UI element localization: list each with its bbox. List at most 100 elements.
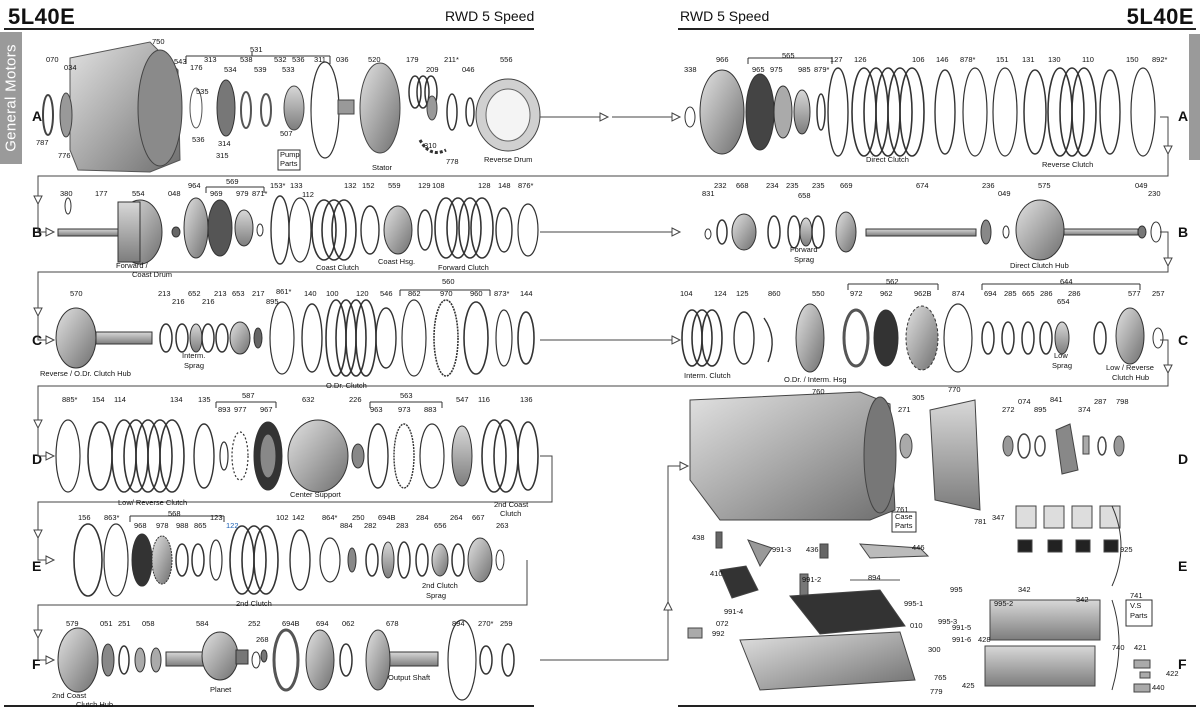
right-edge-tab (1189, 34, 1200, 160)
part-number-831: 831 (702, 189, 715, 198)
part-number-967: 967 (260, 405, 273, 414)
part-number-049: 049 (1135, 181, 1148, 190)
part-number-562: 562 (886, 277, 899, 286)
label-odr-clutch: O.Dr. Clutch (326, 381, 367, 390)
part-number-995-3: 995-3 (938, 617, 957, 626)
flow-arrows (33, 112, 1173, 665)
part-number-142: 142 (292, 513, 305, 522)
part-number-380: 380 (60, 189, 73, 198)
footer-rule-right (678, 705, 1196, 707)
part-number-973: 973 (398, 405, 411, 414)
part-number-965: 965 (752, 65, 765, 74)
label-forward-sprag-line2: Sprag (794, 255, 814, 264)
part-number-128: 128 (478, 181, 491, 190)
label-direct-clutch: Direct Clutch (866, 155, 909, 164)
row-letter-b-left: B (32, 224, 43, 240)
part-number-894: 894 (452, 619, 465, 628)
part-number-960: 960 (470, 289, 483, 298)
label-second-coast-clutch-hub-line1: 2nd Coast (52, 691, 87, 700)
part-number-863*: 863* (104, 513, 120, 522)
part-number-569: 569 (226, 177, 239, 186)
part-number-979: 979 (236, 189, 249, 198)
part-number-674: 674 (916, 181, 929, 190)
part-number-048: 048 (168, 189, 181, 198)
label-vs-parts-line1: V.S (1130, 601, 1141, 610)
part-number-271: 271 (898, 405, 911, 414)
row-letter-c-right: C (1178, 332, 1189, 348)
part-number-885*: 885* (62, 395, 78, 404)
label-forward-sprag-line1: Forward (790, 245, 818, 254)
part-number-750: 750 (152, 37, 165, 46)
part-number-209: 209 (426, 65, 439, 74)
part-number-216: 216 (202, 297, 215, 306)
label-reverse-clutch: Reverse Clutch (1042, 160, 1093, 169)
label-output-shaft: Output Shaft (388, 673, 431, 682)
model-title-right: 5L40E (1126, 4, 1194, 29)
part-number-347: 347 (992, 513, 1005, 522)
part-number-565: 565 (782, 51, 795, 60)
part-number-154: 154 (92, 395, 105, 404)
part-number-871*: 871* (252, 189, 268, 198)
label-low-reverse-hub-line1: Low / Reverse (1106, 363, 1154, 372)
part-number-438: 438 (692, 533, 705, 542)
part-number-778: 778 (446, 157, 459, 166)
part-number-667: 667 (472, 513, 485, 522)
part-number-575: 575 (1038, 181, 1051, 190)
label-interm-sprag-line1: Interm. (182, 351, 205, 360)
part-number-074: 074 (1018, 397, 1031, 406)
part-number-995: 995 (950, 585, 963, 594)
part-number-991-3: 991-3 (772, 545, 791, 554)
row-d-left-parts (55, 401, 539, 493)
label-second-clutch-sprag-line1: 2nd Clutch (422, 581, 458, 590)
part-number-122: 122 (226, 521, 239, 530)
part-number-235: 235 (786, 181, 799, 190)
part-number-972: 972 (850, 289, 863, 298)
part-number-151: 151 (996, 55, 1009, 64)
part-number-563: 563 (400, 391, 413, 400)
part-number-554: 554 (132, 189, 145, 198)
row-a-left-parts (42, 41, 541, 173)
part-number-440: 440 (1152, 683, 1165, 692)
part-number-864*: 864* (322, 513, 338, 522)
part-number-841: 841 (1050, 395, 1063, 404)
label-second-clutch: 2nd Clutch (236, 599, 272, 608)
part-number-865: 865 (194, 521, 207, 530)
part-number-132: 132 (344, 181, 357, 190)
part-number-654: 654 (1057, 297, 1070, 306)
part-number-559: 559 (388, 181, 401, 190)
part-number-975: 975 (770, 65, 783, 74)
part-number-123: 123 (210, 513, 223, 522)
row-letter-a-left: A (32, 108, 43, 124)
part-number-284: 284 (416, 513, 429, 522)
part-number-148: 148 (498, 181, 511, 190)
part-number-546: 546 (380, 289, 393, 298)
part-number-991-4: 991-4 (724, 607, 743, 616)
part-number-536: 536 (192, 135, 205, 144)
part-number-587: 587 (242, 391, 255, 400)
row-f-left-parts (57, 619, 515, 701)
part-number-658: 658 (798, 191, 811, 200)
label-vs-parts-line2: Parts (1130, 611, 1148, 620)
part-number-112: 112 (302, 190, 314, 199)
part-number-428: 428 (978, 635, 991, 644)
label-forward-coast-drum-line2: Coast Drum (132, 270, 172, 279)
footer-rule-left (4, 705, 534, 707)
label-low-sprag-line2: Sprag (1052, 361, 1072, 370)
row-c-left-parts (55, 289, 535, 377)
part-number-268: 268 (256, 635, 269, 644)
part-number-058: 058 (142, 619, 155, 628)
part-number-230: 230 (1148, 189, 1161, 198)
part-number-422: 422 (1166, 669, 1179, 678)
part-number-862: 862 (408, 289, 421, 298)
part-number-342: 342 (1018, 585, 1031, 594)
part-number-314: 314 (218, 139, 231, 148)
part-number-550: 550 (812, 289, 825, 298)
part-number-125: 125 (736, 289, 749, 298)
part-number-760: 760 (812, 387, 825, 396)
part-number-991-5: 991-5 (952, 623, 971, 632)
part-number-991-2: 991-2 (802, 575, 821, 584)
part-number-531: 531 (250, 45, 263, 54)
part-number-129: 129 (418, 181, 431, 190)
label-coast-hsg: Coast Hsg. (378, 257, 415, 266)
